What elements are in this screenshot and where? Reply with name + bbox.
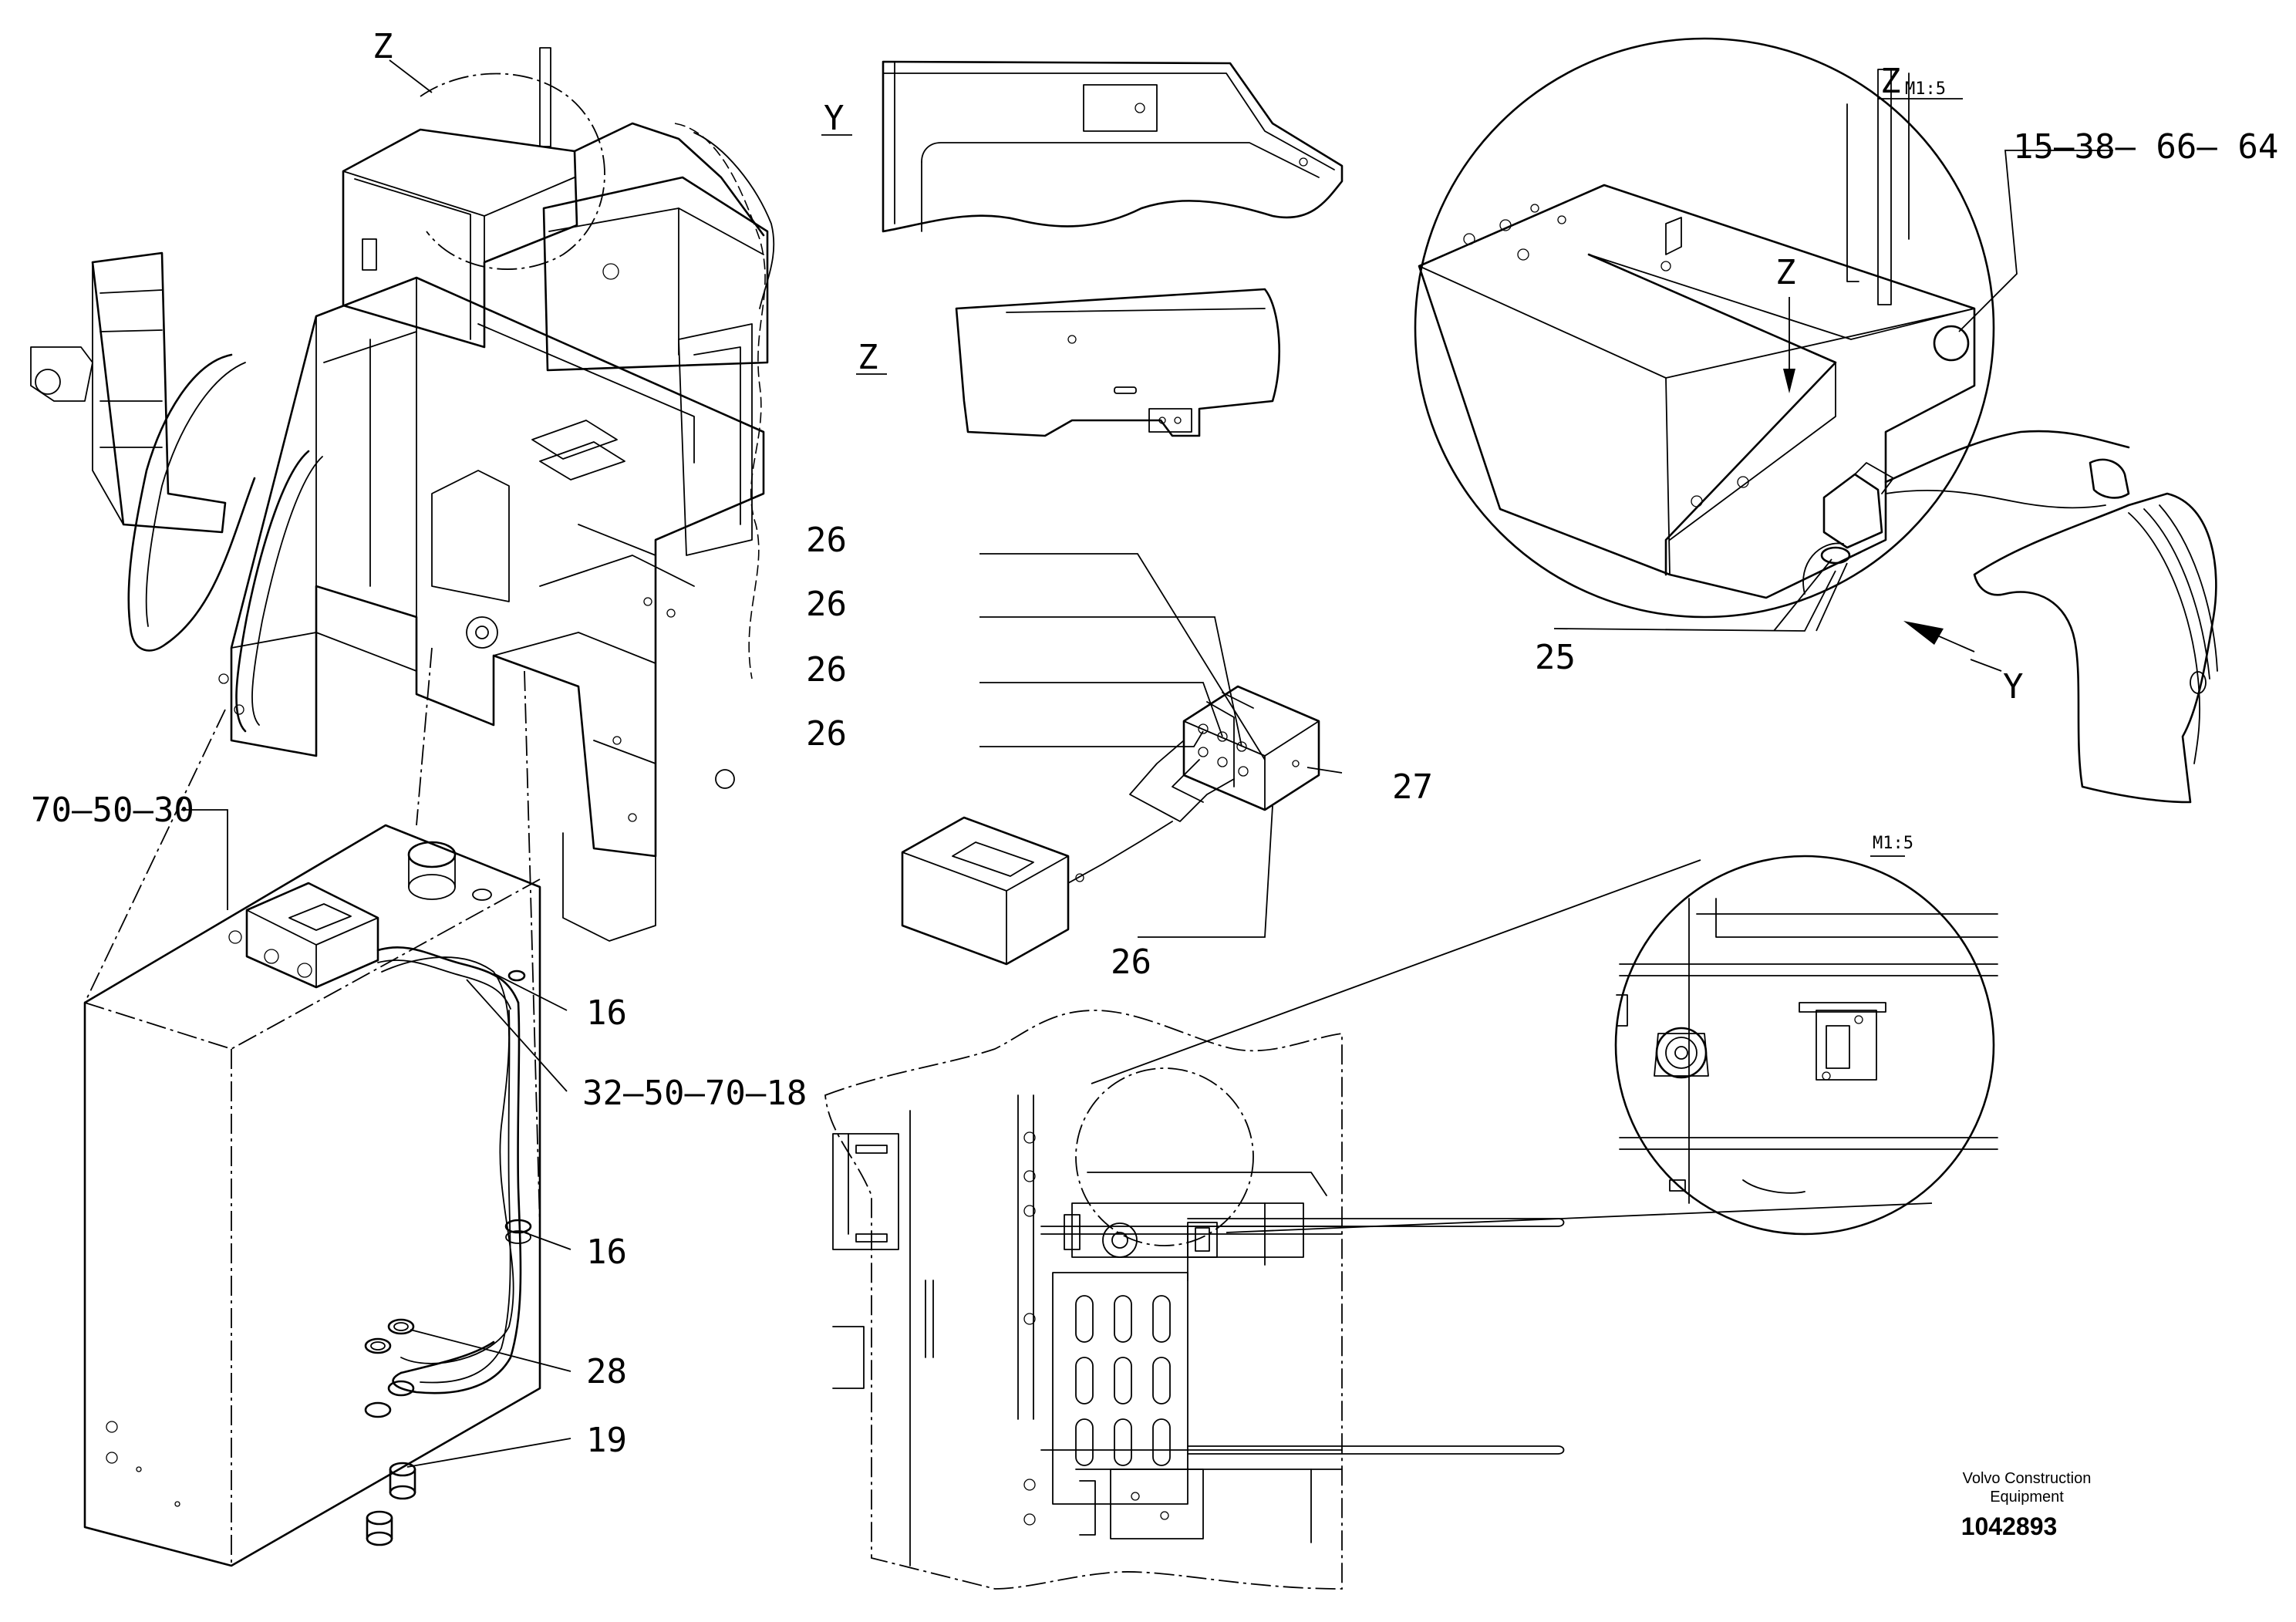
callout-15-38-66-64: 15–38– 66– 64 <box>2013 127 2278 167</box>
relay-box <box>901 816 1173 966</box>
title-block: Volvo Construction Equipment 1042893 <box>1961 1470 2092 1540</box>
electrical-cabinet <box>83 824 541 1567</box>
callout-26-d: 26 <box>806 714 847 754</box>
callout-27: 27 <box>1392 767 1433 807</box>
callout-z-detail: Z <box>1880 62 1901 101</box>
junction-box-70-50-30 <box>228 882 379 989</box>
view-y-detail <box>821 60 1344 233</box>
detail-arrows <box>1553 98 2113 672</box>
callout-32-50-70-18: 32–50–70–18 <box>582 1074 807 1113</box>
magnified-detail-circle <box>1614 855 1998 1236</box>
callout-26-b: 26 <box>806 585 847 624</box>
callout-z-arrow: Z <box>1775 253 1796 292</box>
terminal-leader-lines <box>979 553 1343 938</box>
callout-26-a: 26 <box>806 521 847 560</box>
view-z-small-detail <box>856 288 1281 437</box>
terminal-block-27 <box>1129 685 1320 822</box>
callout-y-view: Y <box>824 99 845 138</box>
callout-y-arrow: Y <box>2003 667 2024 706</box>
callout-z-top: Z <box>373 27 393 66</box>
callout-16-a: 16 <box>586 993 627 1033</box>
callout-70-50-30: 70–50–30 <box>31 791 194 830</box>
cab-frame-assembly <box>30 47 775 942</box>
callout-16-b: 16 <box>586 1233 627 1272</box>
callout-19: 19 <box>586 1421 627 1460</box>
brand-name-line1: Volvo Construction <box>1963 1470 2092 1487</box>
cable-drum <box>1973 492 2218 804</box>
callout-m15-scale: M1:5 <box>1873 834 1913 853</box>
callout-z-view: Z <box>858 338 878 377</box>
grommets-and-glands <box>364 1318 416 1546</box>
brand-name-line2: Equipment <box>1990 1489 2064 1506</box>
projection-lines-cab <box>84 647 541 1227</box>
plan-view <box>824 1010 1565 1590</box>
callout-26-e: 26 <box>1111 943 1151 982</box>
callouts: Z Y Z Z M1:5 M1:5 15–38– 66– 64 Z 25 Y 2… <box>31 27 2278 1460</box>
left-leader-lines <box>181 809 571 1468</box>
callout-26-c: 26 <box>806 650 847 690</box>
wire-harness <box>376 946 532 1394</box>
drawing-number: 1042893 <box>1961 1512 2058 1540</box>
magnifier-lines <box>1091 859 1933 1233</box>
callout-25: 25 <box>1535 638 1576 677</box>
detail-z-circle <box>1414 37 2130 619</box>
callout-z-scale: M1:5 <box>1905 79 1946 99</box>
callout-28: 28 <box>586 1352 627 1391</box>
